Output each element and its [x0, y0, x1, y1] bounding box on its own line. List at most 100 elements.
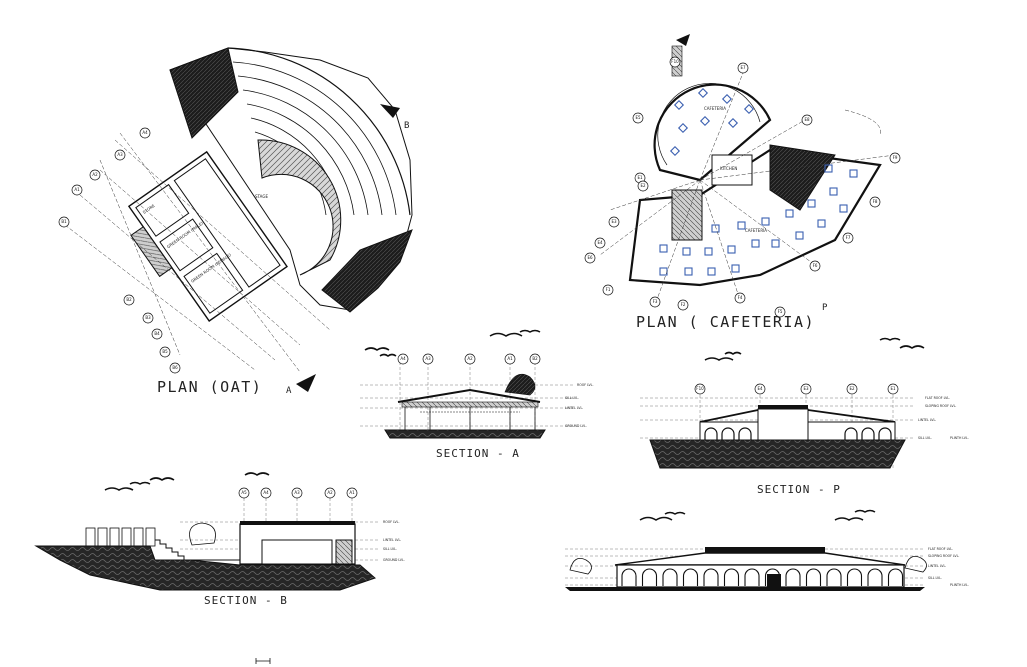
svg-text:E2: E2: [640, 183, 646, 188]
oat-grid: A4 A3 A2 A1 B1 B2 B3 B4 B5 B6: [58, 127, 331, 374]
section-b-level: LINTEL LVL.: [383, 538, 401, 542]
section-b-grid-bubble: A2: [324, 487, 336, 499]
svg-text:A2: A2: [467, 356, 473, 361]
svg-text:F3: F3: [653, 299, 658, 304]
section-p-title: SECTION - P: [757, 483, 841, 496]
section-p-grid-bubble: E4: [754, 383, 766, 395]
svg-text:A5: A5: [241, 490, 247, 495]
elevation-level: FLAT ROOF LVL.: [928, 547, 953, 551]
cafeteria-grid-bubble: F6: [809, 260, 821, 272]
cafeteria-grid-bubble: E5: [632, 112, 644, 124]
plan-cafeteria: CAFETERIA KITCHEN CAFETERIA E1 E2 E3 E4 …: [584, 34, 901, 331]
svg-text:F9: F9: [893, 155, 898, 160]
section-b-level: ROOF LVL.: [383, 520, 399, 524]
svg-text:E4: E4: [597, 240, 603, 245]
svg-text:A3: A3: [425, 356, 431, 361]
section-arrow-b: [380, 104, 400, 118]
svg-text:E1: E1: [890, 386, 896, 391]
section-a-title: SECTION - A: [436, 447, 520, 460]
elevation-arch: [723, 568, 740, 586]
elevation-arch: [846, 568, 863, 586]
oat-grid-bubble: B6: [169, 362, 181, 374]
cafeteria-plan-title: PLAN ( CAFETERIA): [636, 313, 815, 331]
elevation-arch: [826, 568, 842, 586]
elevation-arch: [641, 568, 658, 586]
elevation-arch: [785, 568, 801, 586]
section-a-grid-bubble: A3: [422, 353, 434, 365]
section-a-level: GROUND LVL.: [565, 424, 587, 428]
elevation-arch: [805, 568, 822, 586]
section-a: A4 A3 A2 A1 B2 ROOF LVL. SILL LVL. LINTE…: [360, 353, 593, 460]
svg-text:A3: A3: [294, 490, 300, 495]
cafeteria-grid-bubble: F1: [602, 284, 614, 296]
svg-text:F4: F4: [738, 295, 743, 300]
cafeteria-grid-bubble: F2: [677, 299, 689, 311]
section-a-grid-bubble: A2: [464, 353, 476, 365]
cafeteria-grid-bubble: F7: [842, 232, 854, 244]
cafeteria-grid-bubble: E8: [801, 114, 813, 126]
svg-text:A2: A2: [92, 172, 98, 177]
section-b-grid-bubble: A1: [346, 487, 358, 499]
cafeteria-room-kitchen: KITCHEN: [720, 166, 737, 171]
section-p-grid-bubble: E1: [887, 383, 899, 395]
svg-text:B6: B6: [172, 365, 178, 370]
section-b-grid-bubble: A5: [238, 487, 250, 499]
section-b-level: SILL LVL.: [383, 547, 397, 551]
section-a-grid-bubble: B2: [529, 353, 541, 365]
elevation-arch: [662, 568, 678, 586]
svg-text:F6: F6: [813, 263, 818, 268]
svg-text:A1: A1: [507, 356, 513, 361]
elevation-arch: [621, 568, 637, 586]
elevation-arcade: [621, 568, 904, 586]
oat-grid-bubble: B1: [58, 216, 70, 228]
cafeteria-grid-bubble: F9: [889, 152, 901, 164]
section-b-title: SECTION - B: [204, 594, 288, 607]
section-p-grid-bubble: E3: [800, 383, 812, 395]
svg-text:A1: A1: [349, 490, 355, 495]
section-p-grid-bubble: F10: [694, 383, 706, 395]
section-p-grid-bubble: E2: [846, 383, 858, 395]
cafeteria-grid-bubble: F8: [869, 196, 881, 208]
cafeteria-room-lower: CAFETERIA: [745, 228, 767, 233]
cafeteria-tables: [659, 87, 858, 276]
section-b-grid-bubble: A3: [291, 487, 303, 499]
svg-text:B2: B2: [532, 356, 538, 361]
section-b-grid-bubble: A4: [260, 487, 272, 499]
elevation-level: SILL LVL.: [928, 576, 942, 580]
north-arrow: [676, 34, 690, 46]
svg-text:A3: A3: [117, 152, 123, 157]
cafeteria-grid-bubble: F5: [774, 306, 786, 318]
oat-section-marker: A: [286, 386, 292, 396]
section-p-level: SILL LVL.: [918, 436, 932, 440]
cafeteria-grid-bubble: E2: [637, 180, 649, 192]
svg-text:E5: E5: [635, 115, 641, 120]
elevation-arch: [682, 568, 699, 586]
section-b: A5 A4 A3 A2 A1 ROOF LVL. LINTEL LVL. SIL…: [34, 487, 405, 607]
elevation-arch: [703, 568, 719, 586]
section-a-grid-bubble: A1: [504, 353, 516, 365]
oat-seating: [169, 47, 413, 313]
svg-text:B1: B1: [61, 219, 67, 224]
bird-flock: [104, 329, 925, 521]
oat-building: STORE GREEN ROOM (MALE) GREEN ROOM (FEMA…: [127, 150, 288, 322]
oat-grid-bubble: A3: [114, 149, 126, 161]
cafeteria-grid-bubble: E4: [594, 237, 606, 249]
section-p-level: PLINTH LVL.: [950, 436, 969, 440]
svg-text:E3: E3: [611, 219, 617, 224]
svg-text:F8: F8: [873, 199, 878, 204]
cafeteria-grid-bubble: E7: [737, 62, 749, 74]
svg-text:E8: E8: [804, 117, 810, 122]
elevation-arch: [867, 568, 883, 586]
svg-text:A4: A4: [400, 356, 406, 361]
svg-text:E6: E6: [587, 255, 593, 260]
section-p-level: LINTEL LVL.: [918, 418, 936, 422]
svg-text:B5: B5: [162, 349, 168, 354]
oat-grid-bubble: A4: [139, 127, 151, 139]
svg-text:F7: F7: [846, 235, 851, 240]
svg-text:F10: F10: [671, 59, 679, 64]
svg-text:E4: E4: [757, 386, 763, 391]
svg-text:A1: A1: [74, 187, 80, 192]
section-p-level: SLOPING ROOF LVL.: [925, 404, 956, 408]
elevation-level: LINTEL LVL.: [928, 564, 946, 568]
